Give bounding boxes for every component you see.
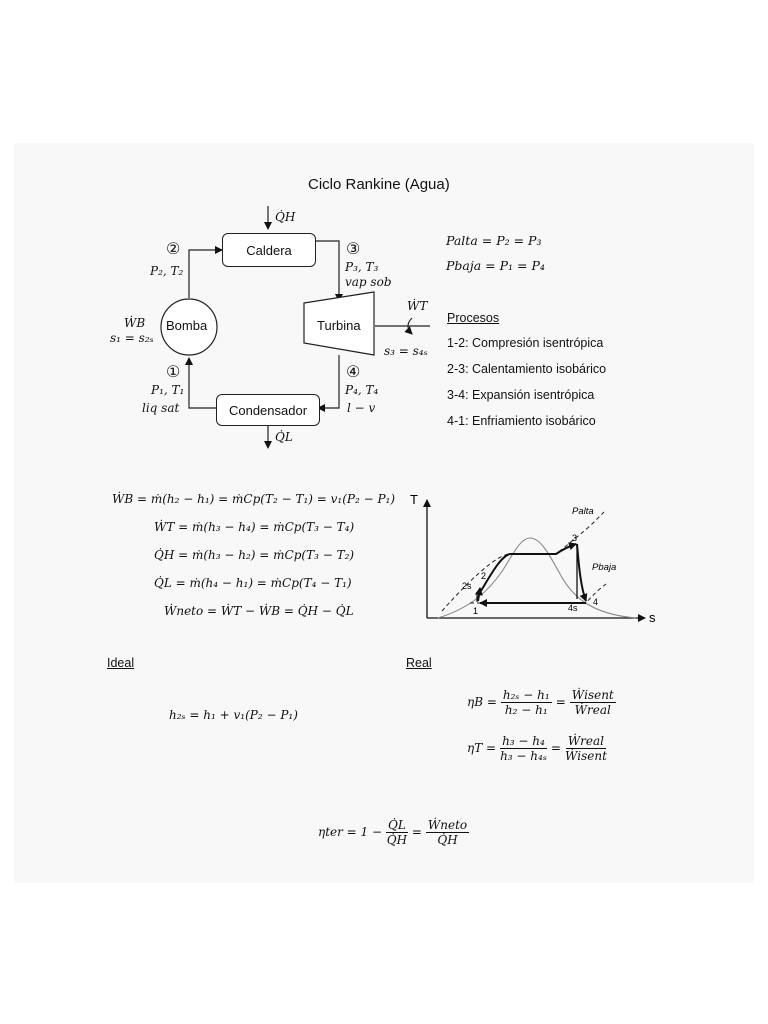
- eta-ter-den2: Q̇H: [437, 832, 458, 847]
- ts-point-label: 4: [593, 597, 598, 607]
- process-1-2: [474, 587, 483, 602]
- line-3-4: [317, 355, 340, 412]
- state-1-props: P₁, T₁: [151, 383, 185, 397]
- equation-wt: ẆT = ṁ(h₃ − h₄) = ṁCp(T₃ − T₄): [154, 520, 355, 534]
- line-2-3: [316, 240, 343, 302]
- proceso-item: 3-4: Expansión isentrópica: [447, 388, 595, 402]
- state-1-number: ①: [166, 364, 181, 381]
- ts-point-label: 2: [481, 571, 486, 581]
- s-axis-label: s: [649, 610, 656, 625]
- process-3-4: [576, 543, 588, 602]
- condensador-box: Condensador: [216, 394, 320, 426]
- turbina-shape: [303, 291, 375, 356]
- eta-b-den2: Ẇreal: [574, 702, 611, 717]
- line-1-2: [188, 246, 223, 298]
- shaft-rotation-arrow: [404, 317, 413, 335]
- ts-point-label: 1: [473, 606, 478, 616]
- eta-ter-num1: Q̇L: [386, 817, 408, 833]
- caldera-box: Caldera: [222, 233, 316, 267]
- eta-t-num1: h₃ − h₄: [500, 733, 547, 749]
- eta-t-lhs: ηT =: [467, 741, 497, 755]
- bomba-label: Bomba: [166, 318, 208, 333]
- ts-diagram: T s 1 2 2s 3 4 4s Palta Pbaja: [410, 492, 656, 625]
- ql-label: Q̇L: [275, 430, 293, 444]
- pbaja-line: [470, 583, 607, 604]
- equation-ql: Q̇L = ṁ(h₄ − h₁) = ṁCp(T₄ − T₁): [154, 576, 352, 590]
- proceso-item: 2-3: Calentamiento isobárico: [447, 362, 607, 376]
- wt-label: ẆT: [407, 299, 428, 313]
- turbina-label: Turbina: [317, 318, 361, 333]
- pressure-baja: Pbaja = P₁ = P₄: [446, 258, 545, 273]
- eta-ter-num2: Ẇneto: [425, 817, 470, 833]
- eta-b-equation: ηB = h₂ₛ − h₁ h₂ − h₁ = Ẇisent Ẇreal: [467, 687, 616, 717]
- eta-t-den2: Ẇisent: [564, 748, 607, 763]
- eta-b-den1: h₂ − h₁: [504, 702, 548, 717]
- wb-label: ẆB: [124, 316, 146, 330]
- eta-ter-lhs: ηter = 1 −: [318, 825, 383, 839]
- palta-label: Palta: [572, 506, 594, 517]
- s3-equality: s₃ = s₄ₛ: [384, 344, 428, 358]
- proceso-item: 1-2: Compresión isentrópica: [447, 336, 604, 350]
- saturation-dome: [437, 537, 637, 619]
- eta-b-lhs: ηB =: [467, 695, 497, 709]
- process-2-3: [478, 542, 577, 595]
- state-2-props: P₂, T₂: [150, 264, 184, 278]
- equation-wneto: Ẇneto = ẆT − ẆB = Q̇H − Q̇L: [164, 604, 354, 618]
- proceso-item: 4-1: Enfriamiento isobárico: [447, 414, 596, 428]
- palta-line: [441, 511, 605, 612]
- t-axis-label: T: [410, 492, 418, 507]
- eta-ter-equation: ηter = 1 − Q̇L Q̇H = Ẇneto Q̇H: [318, 817, 470, 847]
- line-4-1: [185, 357, 216, 409]
- ideal-heading: Ideal: [107, 656, 135, 670]
- ideal-equation: h₂ₛ = h₁ + v₁(P₂ − P₁): [169, 708, 298, 722]
- s1-equality: s₁ = s₂ₛ: [110, 331, 154, 345]
- ts-point-label: 3: [572, 533, 577, 543]
- equation-qh: Q̇H = ṁ(h₃ − h₂) = ṁCp(T₃ − T₂): [154, 548, 355, 562]
- eta-t-equation: ηT = h₃ − h₄ h₃ − h₄ₛ = Ẇreal Ẇisent: [467, 733, 607, 763]
- state-4-number: ④: [346, 364, 361, 381]
- state-3-number: ③: [346, 241, 361, 258]
- document-sheet: [14, 143, 754, 883]
- state-1-phase: liq sat: [142, 401, 180, 415]
- procesos-heading: Procesos: [447, 311, 500, 325]
- eta-b-num1: h₂ₛ − h₁: [500, 687, 552, 703]
- eta-t-num2: Ẇreal: [565, 733, 607, 749]
- ts-point-label: 4s: [568, 603, 578, 613]
- state-2-number: ②: [166, 241, 181, 258]
- page-title: Ciclo Rankine (Agua): [308, 176, 450, 193]
- state-3-props: P₃, T₃: [345, 260, 379, 274]
- state-4-props: P₄, T₄: [345, 383, 379, 397]
- pressure-alta: Palta = P₂ = P₃: [446, 233, 542, 248]
- eta-t-den1: h₃ − h₄ₛ: [500, 748, 547, 763]
- equation-wb: ẆB = ṁ(h₂ − h₁) = ṁCp(T₂ − T₁) = v₁(P₂ −…: [112, 492, 396, 506]
- real-heading: Real: [406, 656, 432, 670]
- pbaja-label: Pbaja: [592, 562, 616, 573]
- eta-ter-den1: Q̇H: [386, 832, 408, 847]
- bomba-shape: [160, 298, 218, 356]
- ts-point-label: 2s: [462, 581, 472, 591]
- eta-b-num2: Ẇisent: [569, 687, 616, 703]
- qh-label: Q̇H: [275, 210, 296, 224]
- state-4-phase: l − v: [347, 401, 376, 415]
- state-3-phase: vap sob: [345, 275, 392, 289]
